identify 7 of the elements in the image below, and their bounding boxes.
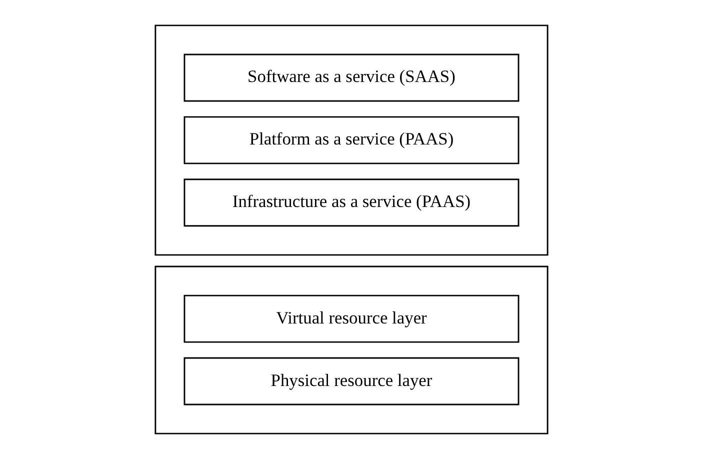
node-box: Platform as a service (PAAS): [183, 116, 519, 164]
node-box: Physical resource layer: [183, 357, 519, 406]
node-box: Software as a service (SAAS): [183, 54, 519, 102]
cluster: [154, 266, 548, 434]
node-box: Virtual resource layer: [183, 294, 519, 343]
cluster: [154, 24, 548, 256]
node-box: Infrastructure as a service (PAAS): [183, 178, 519, 227]
